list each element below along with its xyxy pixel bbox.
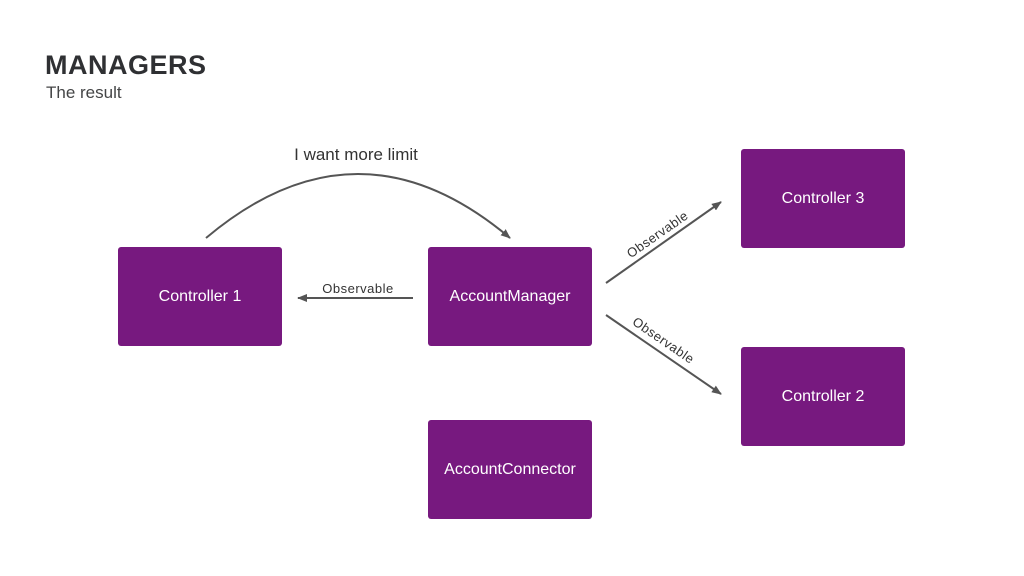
- observable-label-controller1: Observable: [322, 281, 393, 296]
- observable-arrow-controller3: [605, 201, 722, 284]
- node-controller-2: Controller 2: [741, 347, 905, 446]
- node-account-connector: AccountConnector: [428, 420, 592, 519]
- slide-subtitle: The result: [46, 83, 122, 102]
- node-account-manager: AccountManager: [428, 247, 592, 346]
- request-arrow: [205, 173, 511, 239]
- node-controller-3: Controller 3: [741, 149, 905, 248]
- observable-label-controller3: Observable: [624, 208, 691, 261]
- slide-title: MANAGERS: [45, 50, 207, 80]
- node-controller-3-label: Controller 3: [781, 189, 865, 207]
- node-account-connector-label: AccountConnector: [444, 460, 576, 478]
- node-account-manager-label: AccountManager: [449, 287, 571, 305]
- node-controller-2-label: Controller 2: [781, 387, 865, 405]
- request-label: I want more limit: [294, 145, 418, 164]
- node-controller-1: Controller 1: [118, 247, 282, 346]
- observable-arrow-controller2: [605, 314, 722, 395]
- node-controller-1-label: Controller 1: [158, 287, 242, 305]
- observable-label-controller2: Observable: [630, 314, 697, 367]
